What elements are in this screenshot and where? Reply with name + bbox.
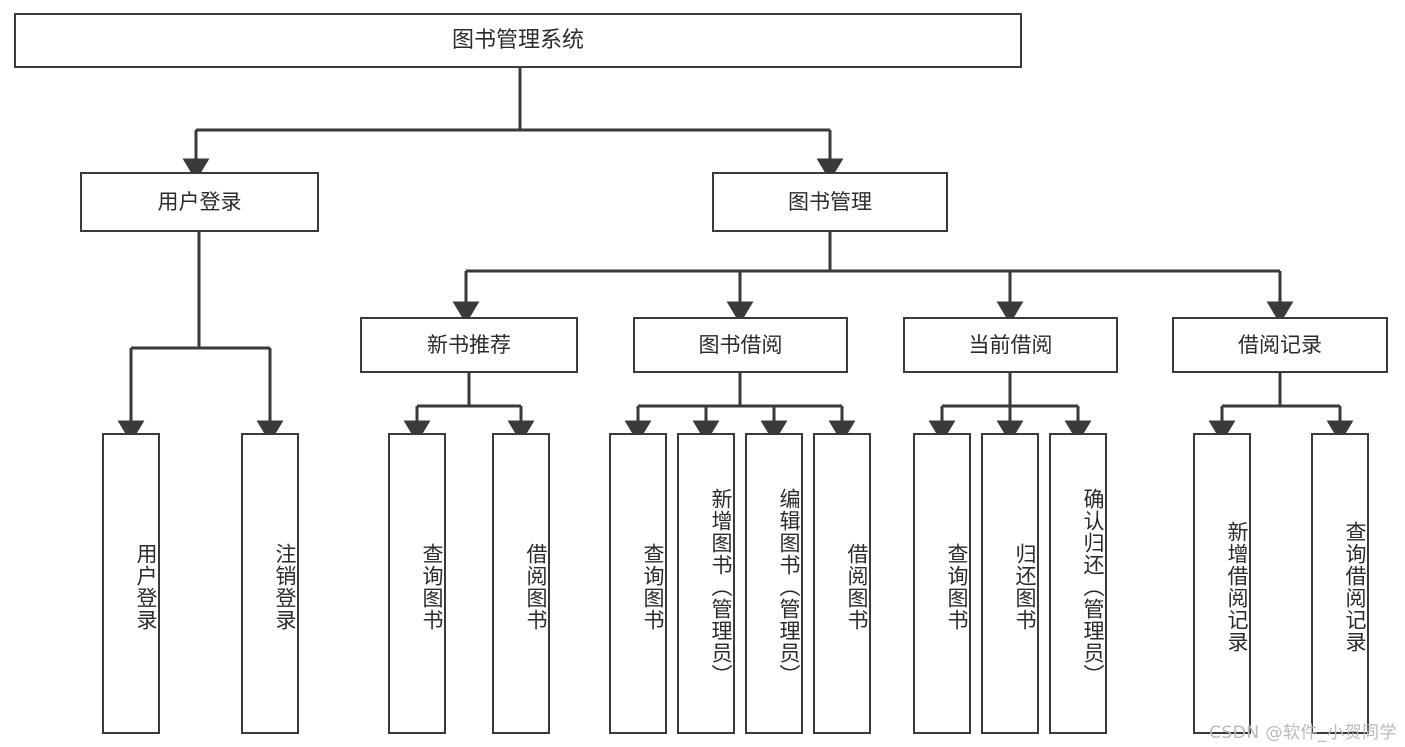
node-book-borrow[interactable]: 图书借阅	[633, 317, 848, 373]
node-label: 借阅记录	[1238, 332, 1322, 357]
leaf-borrow-record-query[interactable]: 查询借阅记录	[1311, 433, 1369, 734]
node-label: 用户登录	[134, 542, 158, 631]
node-new-book-recommend[interactable]: 新书推荐	[360, 317, 578, 373]
leaf-new-book-borrow[interactable]: 借阅图书	[492, 433, 550, 734]
node-label: 借阅图书	[845, 542, 869, 631]
leaf-book-borrow-add[interactable]: 新增图书（管理员）	[677, 433, 735, 734]
node-label: 归还图书	[1013, 542, 1037, 631]
node-label: 查询图书	[641, 542, 665, 631]
node-label: 图书借阅	[698, 332, 783, 357]
node-label: 图书管理系统	[451, 27, 584, 53]
leaf-current-borrow-confirm-return[interactable]: 确认归还（管理员）	[1049, 433, 1107, 734]
node-label: 查询图书	[945, 542, 969, 631]
node-label: 查询图书	[420, 542, 444, 631]
node-label: 注销登录	[273, 542, 297, 631]
node-borrow-record[interactable]: 借阅记录	[1172, 317, 1388, 373]
leaf-new-book-query[interactable]: 查询图书	[388, 433, 446, 734]
leaf-book-borrow-lend[interactable]: 借阅图书	[813, 433, 871, 734]
node-label: 新增图书（管理员）	[709, 487, 733, 686]
leaf-book-borrow-query[interactable]: 查询图书	[609, 433, 667, 734]
node-label: 编辑图书（管理员）	[777, 487, 801, 686]
node-book-management[interactable]: 图书管理	[712, 172, 948, 232]
node-current-borrow[interactable]: 当前借阅	[903, 317, 1118, 373]
leaf-user-login-signout[interactable]: 注销登录	[241, 433, 299, 734]
node-label: 图书管理	[788, 189, 872, 214]
node-label: 确认归还（管理员）	[1081, 487, 1105, 686]
leaf-user-login-signin[interactable]: 用户登录	[102, 433, 160, 734]
node-label: 新增借阅记录	[1225, 520, 1249, 653]
leaf-borrow-record-add[interactable]: 新增借阅记录	[1193, 433, 1251, 734]
node-root-system[interactable]: 图书管理系统	[14, 13, 1022, 68]
node-label: 借阅图书	[524, 542, 548, 631]
leaf-current-borrow-return[interactable]: 归还图书	[981, 433, 1039, 734]
node-user-login[interactable]: 用户登录	[80, 172, 319, 232]
csdn-watermark: CSDN @软件_小贺同学	[1209, 723, 1397, 743]
node-label: 用户登录	[157, 189, 242, 214]
node-label: 当前借阅	[968, 332, 1053, 357]
leaf-current-borrow-query[interactable]: 查询图书	[913, 433, 971, 734]
node-label: 查询借阅记录	[1343, 520, 1367, 653]
leaf-book-borrow-edit[interactable]: 编辑图书（管理员）	[745, 433, 803, 734]
node-label: 新书推荐	[427, 332, 511, 357]
